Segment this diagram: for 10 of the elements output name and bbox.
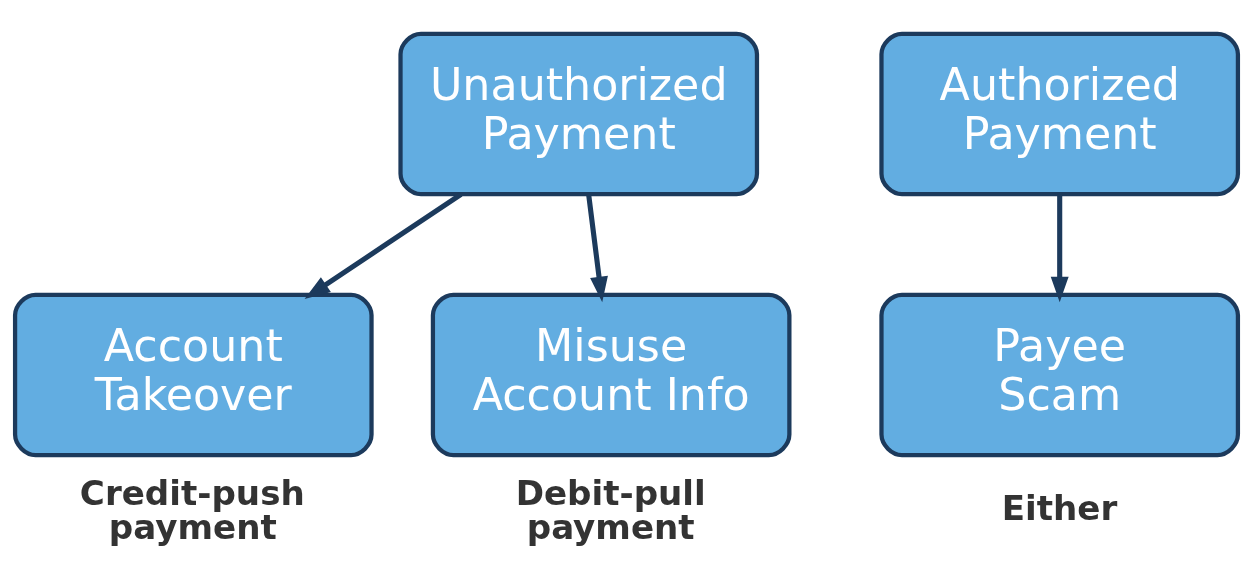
node-label: Credit-push payment xyxy=(79,472,305,547)
node-box: Misuse Account Info xyxy=(430,292,792,457)
node-label: Debit-pull payment xyxy=(515,472,706,547)
node-label: Either xyxy=(1001,487,1118,528)
arrow xyxy=(586,193,608,302)
node-box: Authorized Payment xyxy=(879,31,1241,196)
node-box: Unauthorized Payment xyxy=(398,31,760,196)
node-box: Account Takeover xyxy=(12,292,374,457)
arrow xyxy=(1050,193,1069,302)
node-box: Payee Scam xyxy=(879,292,1241,457)
